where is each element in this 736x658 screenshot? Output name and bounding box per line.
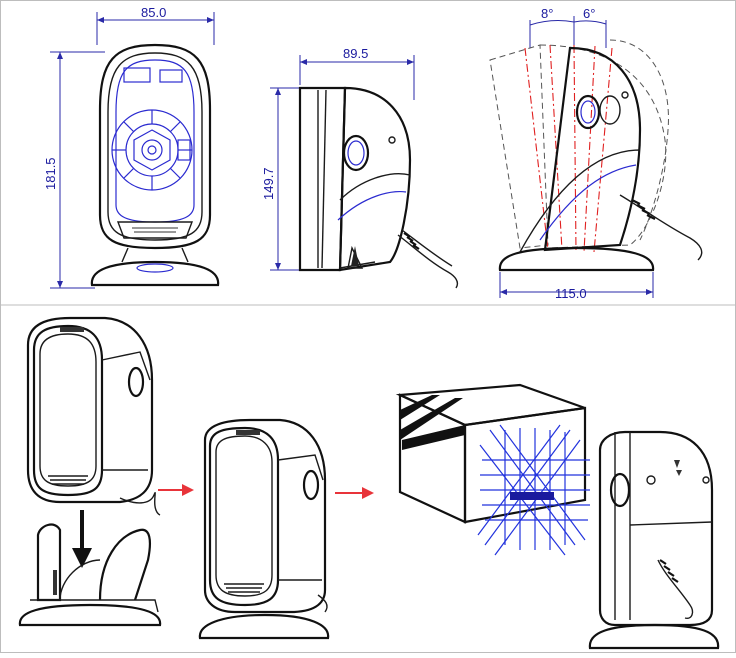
dim-tilt-forward: 6° xyxy=(583,6,595,21)
step-scanner-docked xyxy=(198,418,330,640)
dim-side-height: 149.7 xyxy=(261,167,276,200)
dim-tilt-back: 8° xyxy=(541,6,553,21)
front-view: 85.0 181.5 xyxy=(43,5,220,289)
dim-side-depth: 89.5 xyxy=(343,46,368,61)
step-arrows xyxy=(158,484,374,499)
step-scanner-lifted xyxy=(18,316,162,627)
laser-pattern xyxy=(477,424,590,556)
arrow-right-icon xyxy=(182,484,194,496)
dim-front-height: 181.5 xyxy=(43,157,58,190)
logo-icon xyxy=(674,460,682,476)
side-view: 89.5 149.7 xyxy=(261,46,459,289)
barcode-icon xyxy=(510,492,554,500)
dim-front-width: 85.0 xyxy=(141,5,166,20)
arrow-right-icon xyxy=(362,487,374,499)
step-scanner-rear xyxy=(588,430,720,650)
step-scanning-box xyxy=(395,383,590,556)
dim-base-width: 115.0 xyxy=(555,286,587,301)
tilt-view: 8° 6° 115.0 xyxy=(489,6,703,301)
